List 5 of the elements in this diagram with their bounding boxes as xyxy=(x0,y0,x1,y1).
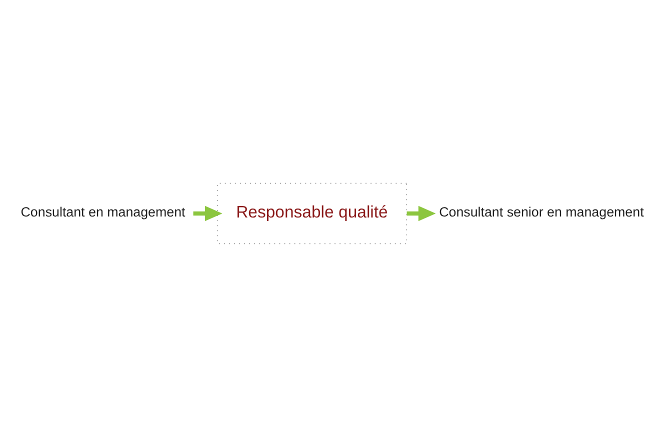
arrow xyxy=(193,206,222,222)
node-text: Consultant en management xyxy=(20,204,186,220)
node-box: Responsable qualité xyxy=(216,182,408,244)
node-text: Consultant senior en management xyxy=(439,204,644,220)
arrow xyxy=(406,206,436,222)
